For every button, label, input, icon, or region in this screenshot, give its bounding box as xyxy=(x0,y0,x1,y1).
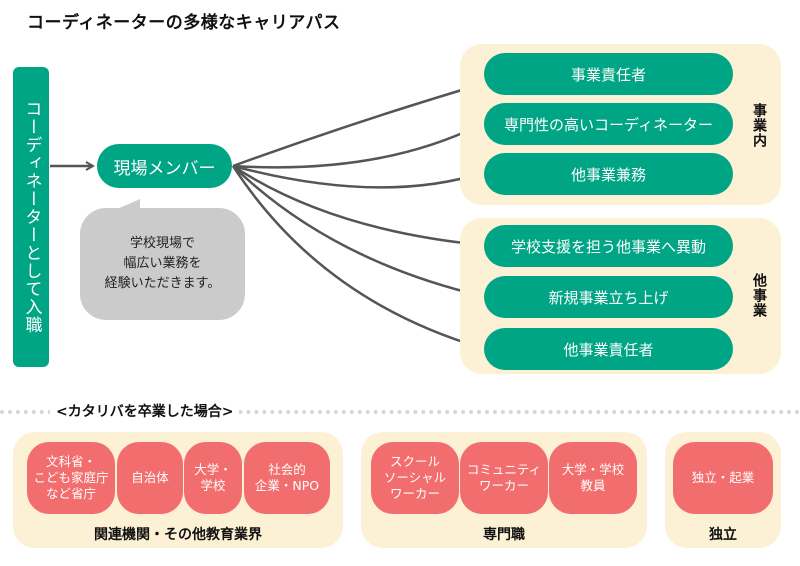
group-label: 関連機関・その他教育業界 xyxy=(94,527,262,543)
career-option: 社会的企業・NPO xyxy=(244,442,330,514)
other-side-label: 他事業 xyxy=(751,273,767,318)
option-line: ワーカー xyxy=(389,486,440,501)
arrow-to-internal-2 xyxy=(232,124,482,169)
entry-box: コーディネーターとして入職 xyxy=(13,67,49,367)
career-node-internal: 事業責任者 xyxy=(484,53,733,95)
graduation-heading: <カタリバを卒業した場合> xyxy=(50,401,240,421)
option-line: ソーシャル xyxy=(383,470,447,485)
career-node-internal: 専門性の高いコーディネーター xyxy=(484,103,733,145)
arrow-to-other-3 xyxy=(231,165,482,348)
option-line: こども家庭庁 xyxy=(33,470,109,485)
career-node-other: 学校支援を担う他事業へ異動 xyxy=(484,225,733,267)
internal-side-label: 事業内 xyxy=(751,103,767,148)
arrow-to-other-2 xyxy=(232,165,482,296)
option-line: スクール xyxy=(389,454,440,469)
arrow-to-internal-1 xyxy=(232,84,482,168)
option-line: 文科省・ xyxy=(45,454,96,469)
career-node-internal: 他事業兼務 xyxy=(484,153,733,195)
option-line: 教員 xyxy=(580,478,606,493)
career-node-other: 新規事業立ち上げ xyxy=(484,276,733,318)
page-title: コーディネーターの多様なキャリアパス xyxy=(27,13,341,33)
arrow-to-internal-3 xyxy=(232,164,482,189)
option-line: 企業・NPO xyxy=(254,478,320,493)
bubble-line: 幅広い業務を xyxy=(123,256,202,271)
bubble-line: 学校現場で xyxy=(129,236,195,251)
entry-label: コーディネーターとして入職 xyxy=(21,100,42,334)
option-line: 自治体 xyxy=(131,470,169,485)
start-role-node: 現場メンバー xyxy=(97,144,232,188)
career-option: 大学・学校 xyxy=(184,442,242,514)
option-line: 独立・起業 xyxy=(691,470,755,485)
option-line: 大学・ xyxy=(194,462,232,477)
option-line: 大学・学校 xyxy=(561,462,625,477)
option-line: ワーカー xyxy=(478,478,529,493)
option-line: 社会的 xyxy=(268,462,306,477)
career-option: スクールソーシャルワーカー xyxy=(371,442,459,514)
arrow-to-other-1 xyxy=(232,164,482,245)
option-line: コミュニティ xyxy=(466,462,542,477)
career-option: コミュニティワーカー xyxy=(460,442,548,514)
option-line: など省庁 xyxy=(45,486,96,501)
career-option: 文科省・こども家庭庁など省庁 xyxy=(27,442,115,514)
career-node-other: 他事業責任者 xyxy=(484,328,733,370)
dotted-divider xyxy=(0,410,800,414)
career-option: 独立・起業 xyxy=(673,442,773,514)
speech-bubble: 学校現場で 幅広い業務を 経験いただきます。 xyxy=(80,208,245,320)
group-label: 独立 xyxy=(709,527,737,543)
bubble-line: 経験いただきます。 xyxy=(104,276,221,291)
option-line: 学校 xyxy=(200,478,226,493)
career-option: 自治体 xyxy=(117,442,183,514)
group-label: 専門職 xyxy=(483,527,525,543)
career-option: 大学・学校教員 xyxy=(549,442,637,514)
